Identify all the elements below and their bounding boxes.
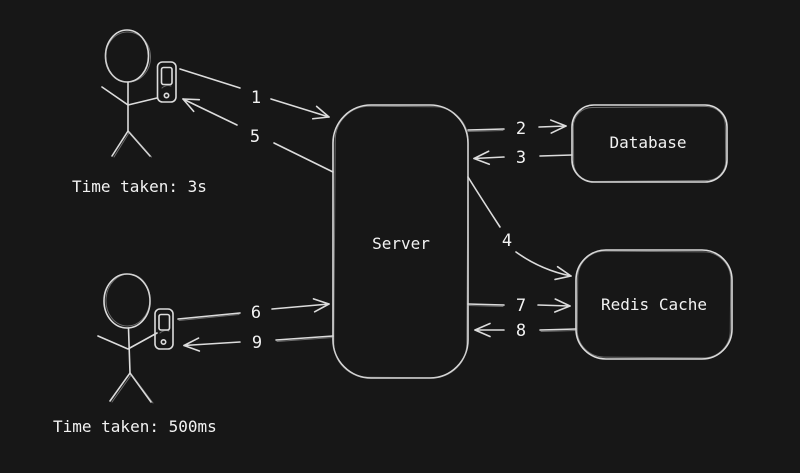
arrow-2: 2 [467, 119, 567, 139]
arrow-4-label: 4 [502, 231, 512, 251]
arrow-9-label: 9 [252, 333, 262, 353]
redis-cache-label: Redis Cache [601, 295, 707, 314]
user-bottom-figure: Time taken: 500ms [53, 273, 217, 436]
server-node: Server [332, 104, 469, 379]
redis-cache-node: Redis Cache [575, 249, 733, 360]
arrow-1-label: 1 [251, 88, 261, 108]
arrow-5: 5 [182, 98, 334, 173]
arrow-3: 3 [473, 148, 573, 168]
arrow-5-label: 5 [250, 127, 260, 147]
arrow-6-label: 6 [251, 303, 261, 323]
arrow-3-label: 3 [516, 148, 526, 168]
arrow-8-label: 8 [516, 321, 526, 341]
arrow-7: 7 [467, 296, 571, 316]
user-top-figure: Time taken: 3s [72, 29, 207, 196]
database-label: Database [609, 133, 686, 152]
phone-icon [156, 61, 177, 103]
database-node: Database [571, 104, 728, 183]
stick-figure-icon [101, 29, 158, 158]
arrow-9: 9 [183, 333, 334, 353]
stick-figure-icon [97, 273, 158, 404]
arrow-2-label: 2 [516, 119, 526, 139]
server-label: Server [372, 234, 430, 253]
arrow-4: 4 [467, 176, 572, 281]
arrow-6: 6 [177, 298, 330, 323]
arrow-7-label: 7 [516, 296, 526, 316]
arrow-1: 1 [179, 68, 330, 120]
caption-time-taken-bottom: Time taken: 500ms [53, 417, 217, 436]
arrow-8: 8 [474, 321, 577, 341]
phone-icon [154, 308, 174, 350]
caption-time-taken-top: Time taken: 3s [72, 177, 207, 196]
